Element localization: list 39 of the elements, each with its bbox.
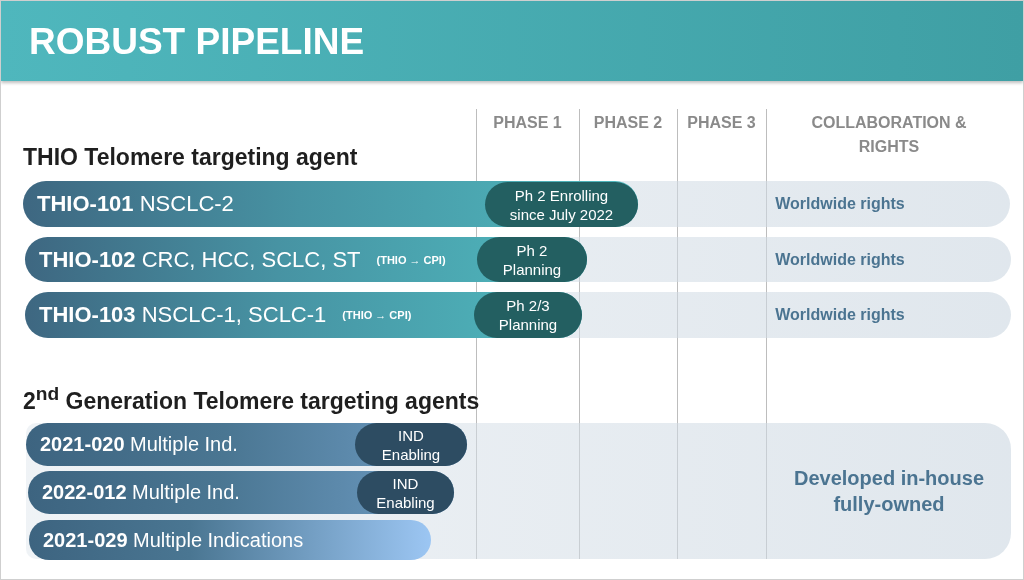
combination-note: (THIO → CPI): [342, 309, 412, 321]
rights-note: Worldwide rights: [774, 249, 906, 270]
rights-note: Worldwide rights: [774, 305, 906, 325]
status-pill: [474, 292, 582, 338]
program-name: THIO-101 NSCLC-2: [37, 191, 234, 217]
pipeline-track: [23, 181, 1010, 227]
program-name: THIO-102 CRC, HCC, SCLC, ST: [39, 246, 361, 273]
program-name: 2022-012 Multiple Ind.: [42, 481, 240, 504]
column-header: PHASE 2: [592, 113, 664, 133]
status-pill: [485, 182, 638, 227]
phase-status: IND Enabling: [375, 473, 436, 512]
ownership-note: Developed in-house fully-owned: [793, 466, 985, 517]
pipeline-track: [25, 292, 1011, 338]
phase-status: Ph 2/3 Planning: [497, 296, 559, 334]
status-pill: [355, 423, 467, 466]
progress-bar: [25, 237, 587, 282]
progress-bar: [26, 423, 467, 466]
column-header: PHASE 3: [686, 113, 757, 133]
progress-bar: [23, 181, 638, 227]
section-heading: THIO Telomere targeting agent: [23, 143, 359, 171]
combination-note: (THIO → CPI): [376, 253, 446, 266]
status-pill: [477, 237, 587, 282]
progress-bar: [25, 292, 582, 338]
phase-status: Ph 2 Planning: [501, 240, 563, 279]
program-name: 2021-029 Multiple Indications: [43, 528, 304, 552]
column-header: PHASE 1: [492, 113, 563, 133]
pipeline-panel: [26, 423, 1011, 559]
progress-bar: [28, 471, 454, 514]
column-header: COLLABORATION & RIGHTS: [810, 113, 968, 157]
phase-status: Ph 2 Enrolling since July 2022: [508, 185, 615, 224]
program-name: THIO-103 NSCLC-1, SCLC-1: [39, 302, 327, 328]
phase-status: IND Enabling: [380, 425, 442, 464]
section-heading: 2$^{nd}$ Generation Telomere targeting agents: [23, 382, 481, 415]
status-pill: [357, 471, 454, 514]
program-name: 2021-020 Multiple Ind.: [40, 433, 238, 456]
progress-bar: [29, 520, 431, 560]
slide-title: ROBUST PIPELINE: [29, 21, 365, 63]
pipeline-track: [25, 237, 1011, 282]
rights-note: Worldwide rights: [774, 194, 906, 214]
